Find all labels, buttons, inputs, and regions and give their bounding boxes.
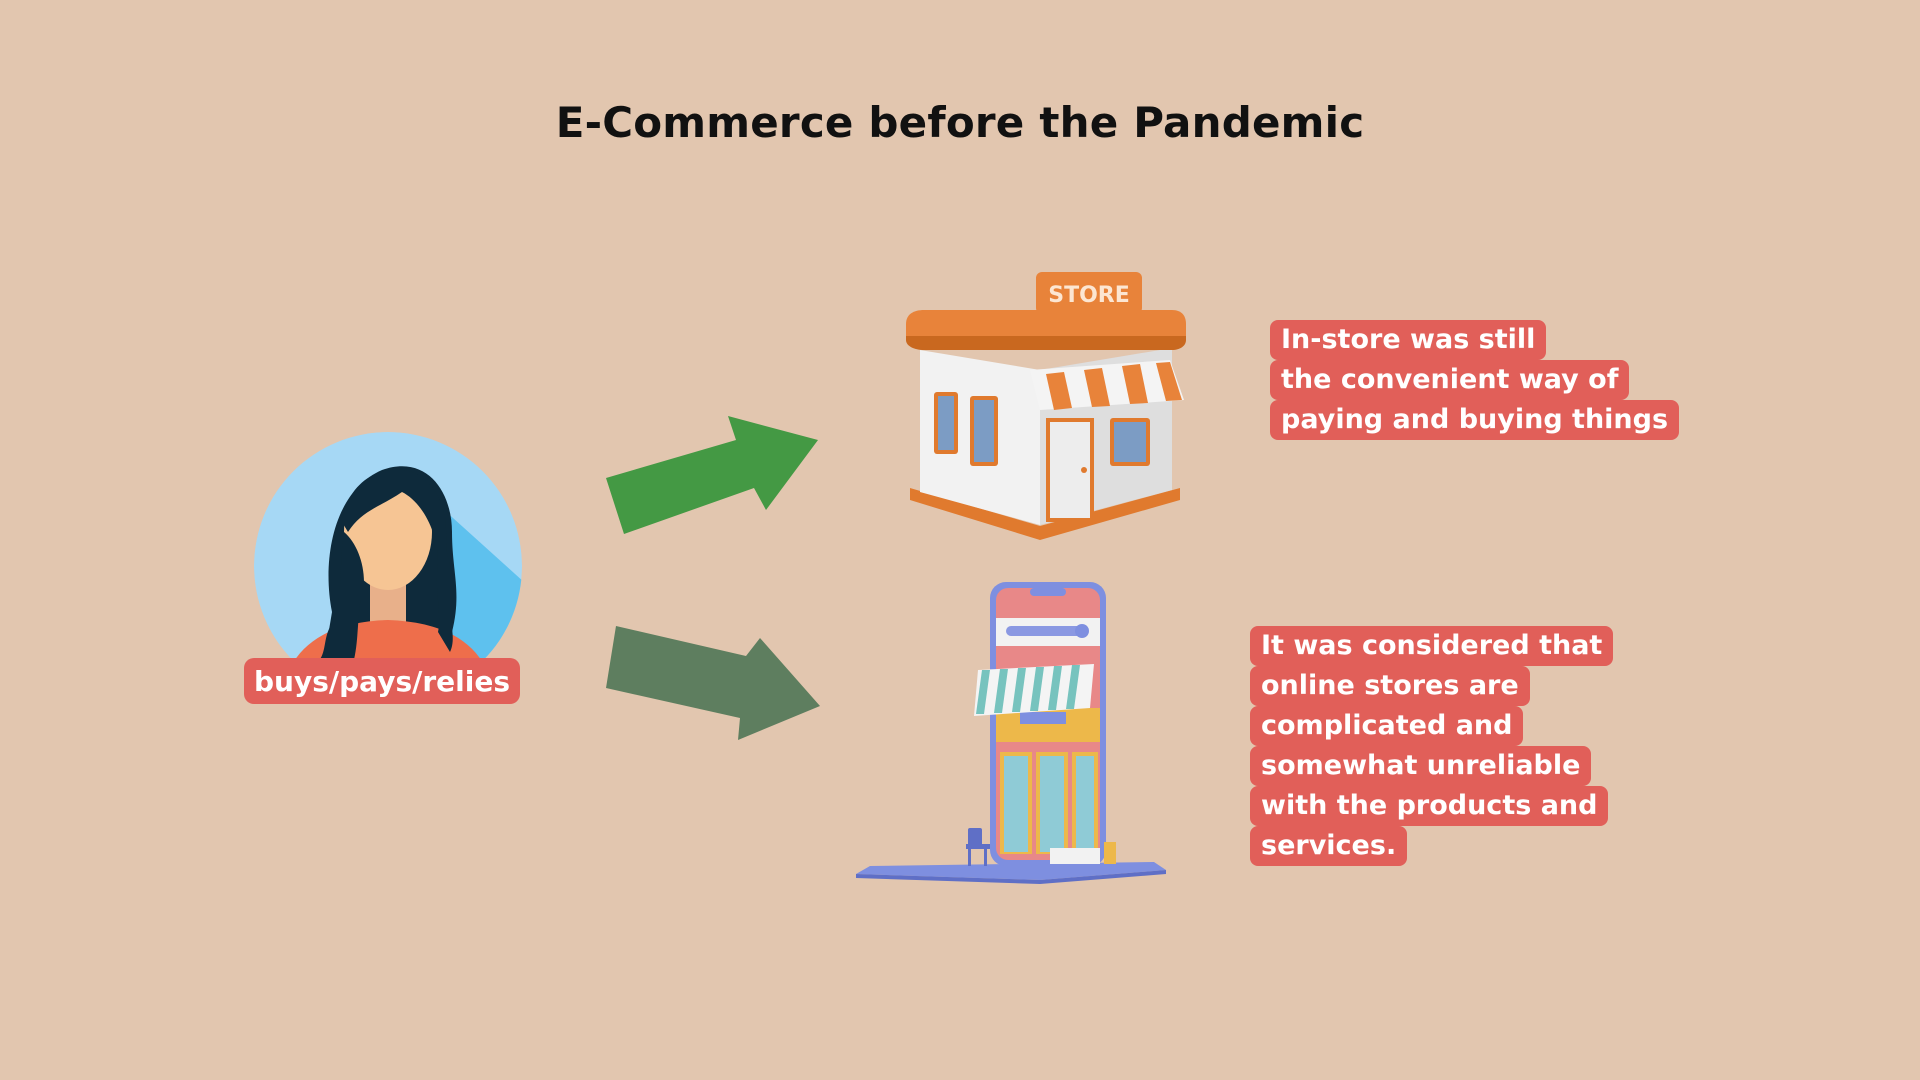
callout-online-line: services. xyxy=(1250,826,1408,866)
callout-online-line: somewhat unreliable xyxy=(1250,746,1592,786)
store-sign: STORE xyxy=(1048,283,1130,308)
callout-instore: In-store was still the convenient way of… xyxy=(1270,320,1680,440)
store-building-icon: STORE xyxy=(906,272,1186,540)
arrow-right-icon-bottom xyxy=(606,626,820,740)
mobile-shop-icon xyxy=(856,582,1166,884)
callout-instore-line: In-store was still xyxy=(1270,320,1547,360)
callout-instore-line: the convenient way of xyxy=(1270,360,1630,400)
callout-online-line: It was considered that xyxy=(1250,626,1614,666)
woman-avatar-icon xyxy=(254,432,522,668)
page-title: E-Commerce before the Pandemic xyxy=(555,98,1365,147)
callout-online: It was considered that online stores are… xyxy=(1250,626,1614,866)
callout-online-line: complicated and xyxy=(1250,706,1524,746)
callout-online-line: with the products and xyxy=(1250,786,1609,826)
arrow-right-icon-top xyxy=(606,416,818,534)
callout-online-line: online stores are xyxy=(1250,666,1530,706)
callout-instore-line: paying and buying things xyxy=(1270,400,1680,440)
person-label: buys/pays/relies xyxy=(244,658,520,704)
